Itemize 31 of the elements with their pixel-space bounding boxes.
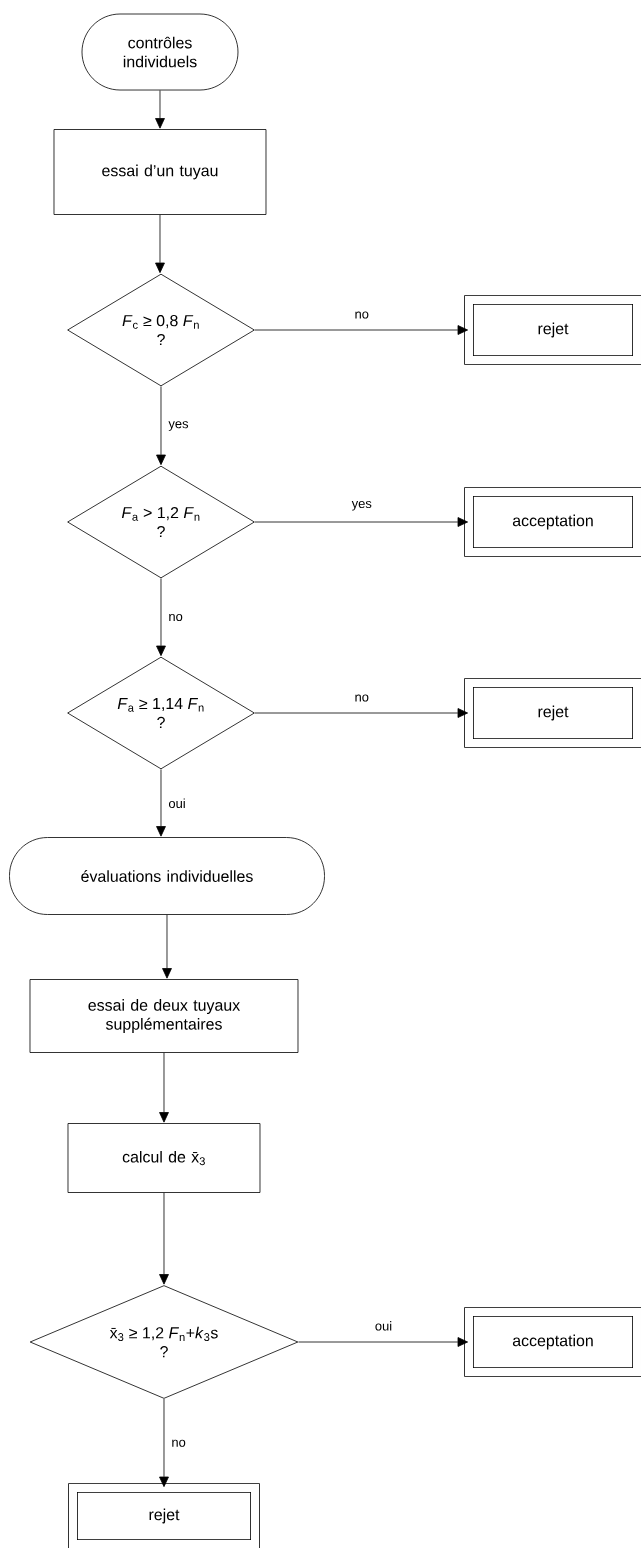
end-box: rejet: [464, 295, 641, 365]
end-box: rejet: [464, 678, 641, 748]
process-box: calcul de x̄$_{3}$: [67, 1123, 261, 1193]
edge-label: yes: [350, 499, 373, 512]
terminal-box: contrôles individuels: [81, 13, 239, 91]
end-box: acceptation: [464, 1307, 641, 1377]
arrow: [162, 914, 172, 979]
process-box: essai d’un tuyau: [53, 129, 267, 215]
arrow: [254, 325, 469, 335]
arrow: [254, 517, 469, 527]
terminal-box: évaluations individuelles: [9, 837, 325, 915]
arrow: [159, 1192, 169, 1285]
arrow: [298, 1337, 469, 1347]
arrow: [254, 708, 469, 718]
end-box: acceptation: [464, 487, 641, 557]
end-box: rejet: [68, 1483, 260, 1548]
arrow: [155, 214, 165, 274]
edge-label: no: [167, 612, 184, 623]
arrow: [156, 769, 166, 837]
process-box: essai de deux tuyaux supplémentaires: [29, 979, 299, 1053]
edge-label: oui: [167, 797, 187, 809]
arrow: [156, 578, 166, 657]
arrow: [155, 90, 165, 129]
edge-label: no: [353, 693, 370, 703]
arrow: [156, 386, 166, 466]
edge-label: no: [353, 310, 370, 320]
arrow: [159, 1398, 169, 1488]
edge-label: yes: [167, 420, 190, 432]
edge-label: no: [170, 1438, 187, 1448]
edge-label: oui: [373, 1320, 394, 1332]
arrow: [159, 1052, 169, 1123]
